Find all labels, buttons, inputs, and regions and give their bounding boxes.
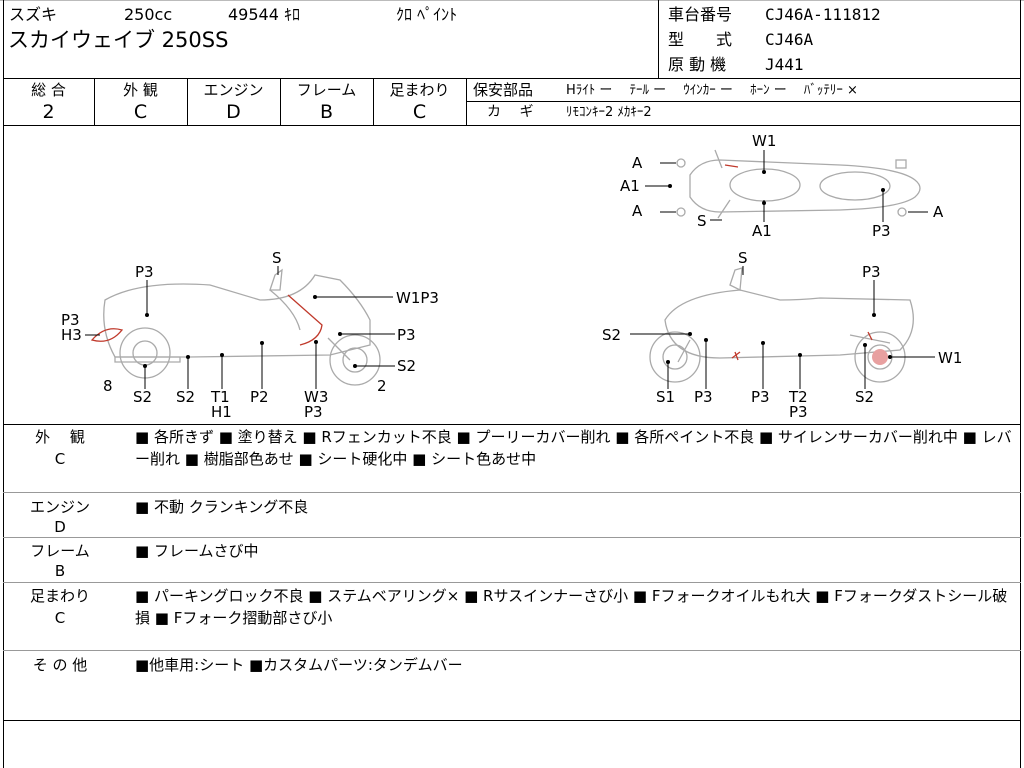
section-line-3 bbox=[3, 582, 1021, 583]
border-left bbox=[3, 0, 4, 768]
left-label-w3: W3 bbox=[304, 388, 329, 406]
scooter-diagram bbox=[85, 149, 935, 389]
grade-exterior-label: 外 観 bbox=[123, 81, 158, 99]
section-line-4 bbox=[3, 650, 1021, 651]
right-label-s2-bottom: S2 bbox=[855, 388, 875, 406]
top-label-a1-mid: A1 bbox=[620, 177, 640, 195]
top-label-a-low: A bbox=[632, 202, 643, 220]
type-label: 型 式 bbox=[668, 30, 733, 49]
section-frame-text: ■ フレームさび中 bbox=[135, 542, 259, 560]
right-label-p3-a: P3 bbox=[694, 388, 713, 406]
right-label-s2-left: S2 bbox=[602, 326, 622, 344]
grade-overall-label: 総 合 bbox=[31, 81, 66, 99]
section-line-2 bbox=[3, 537, 1021, 538]
border-right bbox=[1020, 0, 1021, 768]
right-label-p3-top: P3 bbox=[862, 263, 881, 281]
mileage: 49544 ｷﾛ bbox=[228, 5, 300, 24]
key-items: ﾘﾓｺﾝｷｰ2 ﾒｶｷｰ2 bbox=[566, 105, 652, 120]
left-label-w1p3: W1P3 bbox=[396, 289, 439, 307]
section-engine-text: ■ 不動 クランキング不良 bbox=[135, 498, 309, 516]
right-label-t2: T2 bbox=[789, 388, 808, 406]
header-divider bbox=[658, 0, 659, 78]
left-label-p2: P2 bbox=[250, 388, 269, 406]
grade-divider-1 bbox=[94, 78, 95, 125]
right-label-s: S bbox=[738, 249, 748, 267]
section-frame-label: フレーム bbox=[30, 542, 90, 560]
safety-parts-label: 保安部品 bbox=[473, 81, 534, 99]
right-label-p3-b: P3 bbox=[751, 388, 770, 406]
top-label-w1: W1 bbox=[752, 132, 777, 150]
section-exterior-text: ■ 各所きず ■ 塗り替え ■ Rフェンカット不良 ■ プーリーカバー削れ ■ … bbox=[135, 428, 1012, 468]
left-label-h1: H1 bbox=[211, 403, 232, 421]
frame-no: CJ46A-111812 bbox=[765, 5, 881, 24]
type-value: CJ46A bbox=[765, 30, 814, 49]
border-top bbox=[0, 0, 1024, 1]
right-label-p3-bottom: P3 bbox=[789, 403, 808, 421]
model-name: スカイウェイブ 250SS bbox=[8, 28, 229, 52]
section-engine-label: エンジン bbox=[29, 498, 90, 516]
section-frame-grade: B bbox=[54, 562, 66, 580]
grade-exterior-value: C bbox=[133, 101, 148, 123]
left-label-s2-a: S2 bbox=[133, 388, 153, 406]
section-suspension-grade: C bbox=[54, 609, 66, 627]
color: ｸﾛ ﾍﾟｲﾝﾄ bbox=[396, 5, 458, 24]
left-label-h3: H3 bbox=[61, 326, 82, 344]
grade-divider-4 bbox=[373, 78, 374, 125]
header-bottom-line bbox=[3, 78, 1021, 79]
section-other-text: ■他車用:シート ■カスタムパーツ:タンデムバー bbox=[135, 656, 463, 674]
top-label-a1: A bbox=[632, 154, 643, 172]
grade-frame-value: B bbox=[319, 101, 334, 123]
left-label-p3-bottom: P3 bbox=[304, 403, 323, 421]
grade-divider-5 bbox=[466, 78, 467, 125]
section-exterior-label: 外 観 bbox=[35, 428, 85, 446]
left-label-s2-right: S2 bbox=[397, 357, 417, 375]
maker: スズキ bbox=[9, 5, 58, 24]
grade-mid-line bbox=[466, 101, 1021, 102]
left-label-2: 2 bbox=[377, 377, 387, 395]
left-label-s: S bbox=[272, 249, 282, 267]
grade-overall-value: 2 bbox=[42, 101, 55, 123]
top-label-p3: P3 bbox=[872, 222, 891, 240]
section-suspension-text: ■ パーキングロック不良 ■ ステムベアリング× ■ Rサスインナーさび小 ■ … bbox=[135, 587, 1008, 627]
frame-no-label: 車台番号 bbox=[668, 5, 733, 24]
right-label-s1: S1 bbox=[656, 388, 676, 406]
left-label-8: 8 bbox=[103, 377, 113, 395]
left-label-t1: T1 bbox=[211, 388, 230, 406]
left-label-p3-side: P3 bbox=[61, 311, 80, 329]
grade-suspension-value: C bbox=[412, 101, 427, 123]
section-exterior-grade: C bbox=[54, 450, 66, 468]
displacement: 250cc bbox=[124, 5, 173, 24]
grade-suspension-label: 足まわり bbox=[389, 81, 450, 99]
left-label-p3-right: P3 bbox=[397, 326, 416, 344]
safety-parts-items: Hﾗｲﾄ ー ﾃｰﾙ ー ｳｲﾝｶｰ ー ﾎｰﾝ ー ﾊﾞｯﾃﾘｰ × bbox=[566, 83, 858, 98]
left-label-s2-b: S2 bbox=[176, 388, 196, 406]
left-label-p3-top: P3 bbox=[135, 263, 154, 281]
engine-value: J441 bbox=[765, 55, 804, 74]
section-suspension-label: 足まわり bbox=[29, 587, 90, 605]
key-label: カ ギ bbox=[487, 104, 534, 120]
grade-frame-label: フレーム bbox=[296, 81, 357, 99]
engine-label: 原 動 機 bbox=[668, 55, 727, 74]
grade-engine-label: エンジン bbox=[203, 81, 264, 99]
section-line-5 bbox=[3, 720, 1021, 721]
grade-engine-value: D bbox=[226, 101, 241, 123]
top-label-s: S bbox=[697, 212, 707, 230]
grade-divider-2 bbox=[187, 78, 188, 125]
top-label-a1-bottom: A1 bbox=[752, 222, 772, 240]
grade-bottom-line bbox=[3, 125, 1021, 126]
diagram-bottom-line bbox=[3, 424, 1021, 425]
section-engine-grade: D bbox=[54, 518, 66, 536]
section-other-label: そ の 他 bbox=[32, 656, 88, 674]
grade-divider-3 bbox=[280, 78, 281, 125]
top-label-a-right: A bbox=[933, 203, 944, 221]
section-line-1 bbox=[3, 492, 1021, 493]
right-label-w1: W1 bbox=[938, 349, 963, 367]
